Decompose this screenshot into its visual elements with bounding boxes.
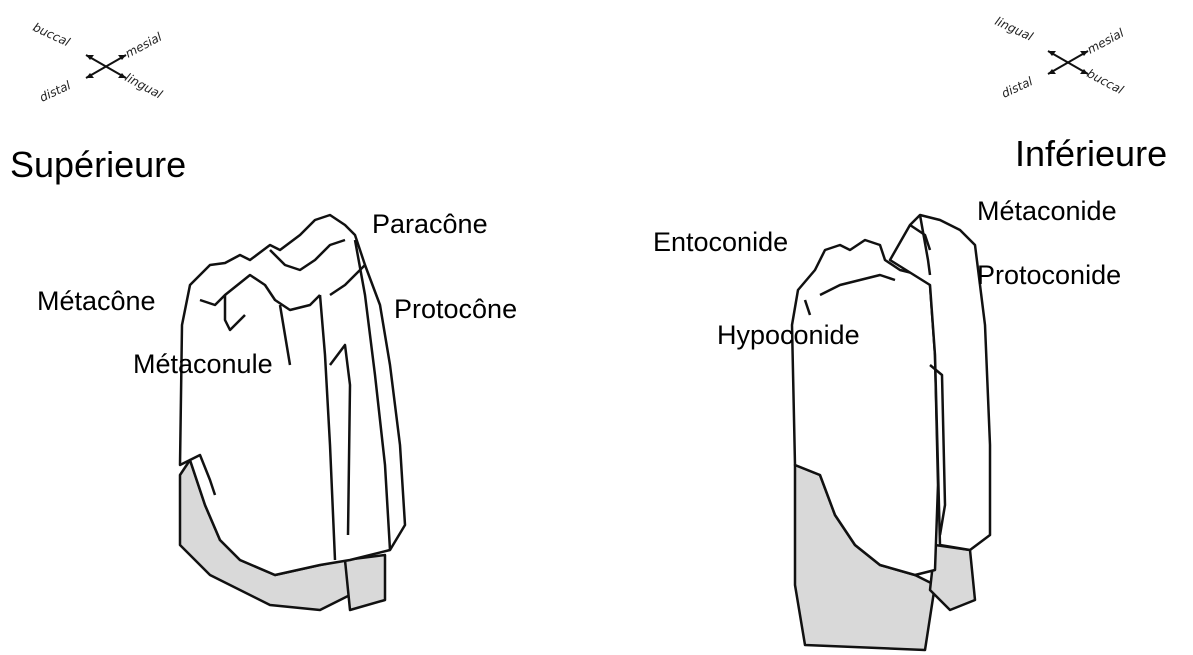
- label-metaconide: Métaconide: [977, 198, 1117, 225]
- right-compass-top-left: lingual: [993, 14, 1036, 44]
- left-compass-top-right: mesial: [123, 30, 165, 61]
- label-paracone: Paracône: [372, 211, 488, 238]
- lower-molar-title: Inférieure: [1015, 136, 1167, 172]
- label-metacone: Métacône: [37, 288, 156, 315]
- right-compass-bottom-right: buccal: [1085, 66, 1127, 97]
- right-orientation-compass: lingual mesial distal buccal: [990, 6, 1150, 111]
- label-protoconide: Protoconide: [977, 262, 1121, 289]
- label-entoconide: Entoconide: [653, 229, 788, 256]
- label-hypoconide: Hypoconide: [717, 322, 860, 349]
- upper-molar-drawing: [170, 205, 430, 625]
- left-orientation-compass: buccal mesial distal lingual: [28, 10, 188, 115]
- upper-molar-title: Supérieure: [10, 147, 186, 183]
- label-metaconule: Métaconule: [133, 351, 273, 378]
- right-compass-bottom-left: distal: [999, 74, 1035, 101]
- label-protocone: Protocône: [394, 296, 517, 323]
- left-compass-bottom-right: lingual: [123, 70, 166, 102]
- right-compass-top-right: mesial: [1085, 26, 1127, 57]
- left-compass-top-left: buccal: [31, 20, 73, 49]
- left-compass-bottom-left: distal: [37, 78, 73, 105]
